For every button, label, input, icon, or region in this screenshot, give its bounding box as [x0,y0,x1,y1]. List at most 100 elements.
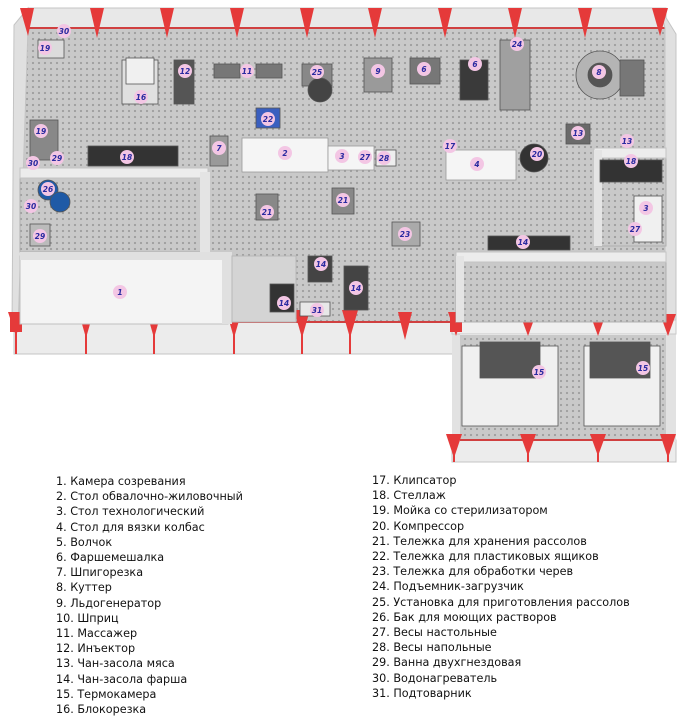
svg-text:18: 18 [626,157,636,166]
marker: 1 [113,285,127,299]
svg-text:29: 29 [52,154,62,163]
legend-item: 18. Стеллаж [372,489,446,503]
svg-text:25: 25 [312,68,322,77]
legend-item: 11. Массажер [56,627,138,641]
legend-item: 29. Ванна двухгнездовая [372,656,522,670]
marker: 19 [34,124,48,138]
marker: 18 [120,150,134,164]
svg-text:16: 16 [136,93,146,102]
legend-item: 24. Подъемник-загрузчик [372,580,524,594]
svg-text:9: 9 [375,67,380,76]
marker: 31 [310,303,324,317]
marker: 9 [371,64,385,78]
svg-text:17: 17 [445,142,456,151]
marker: 3 [639,201,653,215]
legend-item: 30. Водонагреватель [372,671,498,685]
marker: 13 [571,126,585,140]
marker: 11 [240,64,254,78]
svg-text:13: 13 [622,137,632,146]
marker: 25 [310,65,324,79]
svg-text:26: 26 [43,185,53,194]
top-wall [27,7,667,29]
marker: 27 [358,150,372,164]
marker: 6 [417,62,431,76]
marker: 29 [33,229,47,243]
svg-text:14: 14 [518,238,528,247]
legend-item: 12. Инъектор [56,642,136,656]
svg-text:6: 6 [472,60,477,69]
legend-item: 8. Куттер [56,581,112,595]
svg-text:29: 29 [35,232,45,241]
marker: 21 [336,193,350,207]
marker: 14 [516,235,530,249]
svg-text:23: 23 [400,230,410,239]
legend-item: 4. Стол для вязки колбас [56,520,205,534]
legend-item: 27. Весы настольные [372,626,497,640]
thermo-bottom-wall [451,439,677,463]
marker: 20 [530,147,544,161]
bottom-pillar-lines [15,330,669,462]
marker: 18 [624,154,638,168]
svg-text:4: 4 [474,160,479,169]
svg-text:15: 15 [534,368,544,377]
svg-text:27: 27 [360,153,371,162]
marker: 15 [636,361,650,375]
svg-text:30: 30 [26,202,36,211]
marker: 14 [349,281,363,295]
legend-item: 5. Волчок [56,535,113,549]
marker: 3 [335,149,349,163]
legend-item: 2. Стол обвалочно-жиловочный [56,490,243,504]
legend-item: 17. Клипсатор [372,474,457,487]
marker: 23 [398,227,412,241]
svg-text:28: 28 [379,154,389,163]
legend-item: 3. Стол технологический [56,505,205,519]
svg-text:22: 22 [263,115,273,124]
svg-text:31: 31 [312,306,322,315]
marker: 29 [50,151,64,165]
room-lower-right [455,255,667,323]
marker: 17 [443,139,457,153]
svg-text:18: 18 [122,153,132,162]
svg-text:12: 12 [180,67,190,76]
marker: 19 [38,41,52,55]
svg-text:30: 30 [59,27,69,36]
svg-text:14: 14 [279,299,289,308]
markers: 1 2 3 3 4 6 6 7 8 9 11 12 13 13 14 14 14… [24,24,653,379]
svg-text:19: 19 [40,44,50,53]
svg-text:21: 21 [338,196,348,205]
legend-item: 1. Камера созревания [56,475,186,488]
svg-text:21: 21 [262,208,272,217]
thermo-left-wall [452,330,460,442]
legend-item: 25. Установка для приготовления рассолов [372,595,630,609]
svg-text:11: 11 [242,67,252,76]
marker: 28 [377,151,391,165]
marker: 14 [314,257,328,271]
svg-text:7: 7 [216,144,222,153]
svg-text:14: 14 [316,260,326,269]
svg-text:8: 8 [596,68,601,77]
marker: 6 [468,57,482,71]
marker: 24 [510,37,524,51]
legend-item: 15. Термокамера [56,687,157,701]
marker: 7 [212,141,226,155]
marker: 4 [470,157,484,171]
legend-item: 19. Мойка со стерилизатором [372,504,548,518]
svg-text:15: 15 [638,364,648,373]
marker: 30 [57,24,71,38]
legend-item: 22. Тележка для пластиковых ящиков [372,550,599,564]
legend-item: 20. Компрессор [372,519,465,533]
legend-item: 16. Блокорезка [56,703,147,717]
legend-item: 6. Фаршемешалка [56,551,165,565]
svg-text:27: 27 [630,225,641,234]
legend-item: 14. Чан-засола фарша [56,672,188,686]
marker: 12 [178,64,192,78]
svg-text:3: 3 [643,204,648,213]
marker: 22 [261,112,275,126]
svg-text:6: 6 [421,65,426,74]
legend-item: 23. Тележка для обработки черев [372,565,574,579]
legend-item: 13. Чан-засола мяса [56,657,175,671]
marker: 13 [620,134,634,148]
marker: 26 [41,182,55,196]
marker: 8 [592,65,606,79]
svg-text:1: 1 [117,288,122,297]
